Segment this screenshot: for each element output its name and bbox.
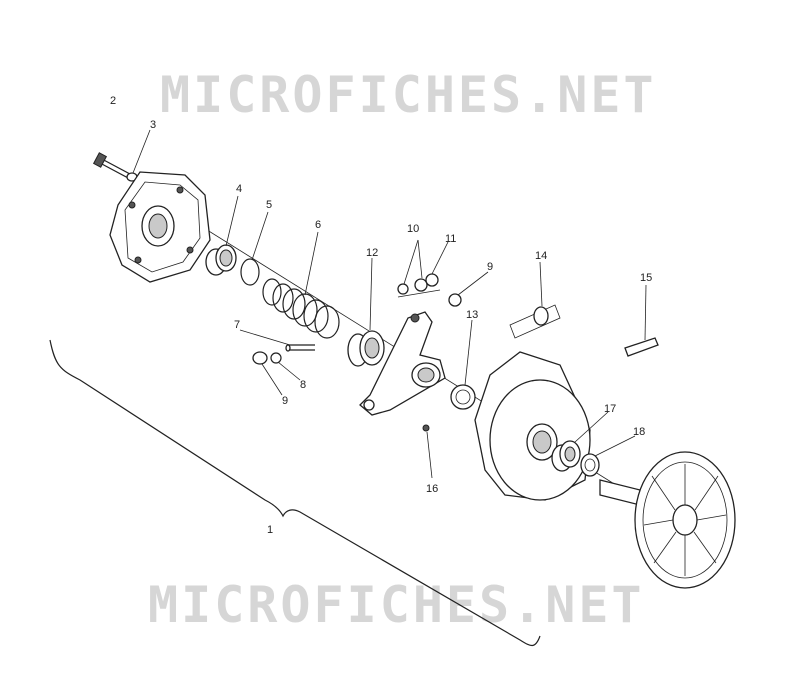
callout-9-left: 9 [282, 395, 288, 407]
part-pin [285, 344, 315, 352]
callout-6: 6 [315, 219, 321, 231]
part-bushing [205, 244, 237, 276]
part-spider-bushing [347, 330, 385, 367]
callout-1: 1 [267, 524, 273, 536]
callout-7: 7 [234, 319, 240, 331]
assembly-bracket [49, 339, 541, 647]
part-movable-sheave [474, 351, 591, 501]
callout-13: 13 [466, 309, 478, 321]
part-spider-arm [359, 311, 446, 416]
part-snap-ring [240, 258, 260, 286]
part-o-ring [270, 352, 282, 364]
part-spring [262, 278, 340, 339]
callout-9-right: 9 [487, 261, 493, 273]
callout-2: 2 [110, 95, 116, 107]
part-thrust-washer [450, 384, 476, 410]
callout-8: 8 [300, 379, 306, 391]
part-screw [422, 424, 430, 432]
callout-10: 10 [407, 223, 419, 235]
callout-3: 3 [150, 119, 156, 131]
callout-5: 5 [266, 199, 272, 211]
callout-11: 11 [445, 233, 456, 245]
part-sheave-bushing [551, 440, 581, 472]
watermark-top: MICROFICHES.NET [160, 66, 657, 124]
part-fixed-sheave [599, 451, 736, 589]
callout-16: 16 [426, 483, 438, 495]
part-clip [509, 304, 561, 339]
part-roller-left [252, 351, 268, 365]
callout-15: 15 [640, 272, 652, 284]
callout-4: 4 [236, 183, 242, 195]
part-bolt [92, 152, 131, 180]
callout-17: 17 [604, 403, 616, 415]
part-shaft-pin [624, 337, 659, 357]
callout-14: 14 [535, 250, 547, 262]
callout-12: 12 [366, 247, 378, 259]
part-rollers-10 [397, 273, 441, 298]
part-cover-plate [109, 171, 211, 283]
callout-18: 18 [633, 426, 645, 438]
part-roller-right [448, 293, 462, 307]
leader-lines [132, 129, 647, 479]
part-sheave-washer [580, 453, 600, 477]
watermark-bottom: MICROFICHES.NET [148, 576, 645, 634]
